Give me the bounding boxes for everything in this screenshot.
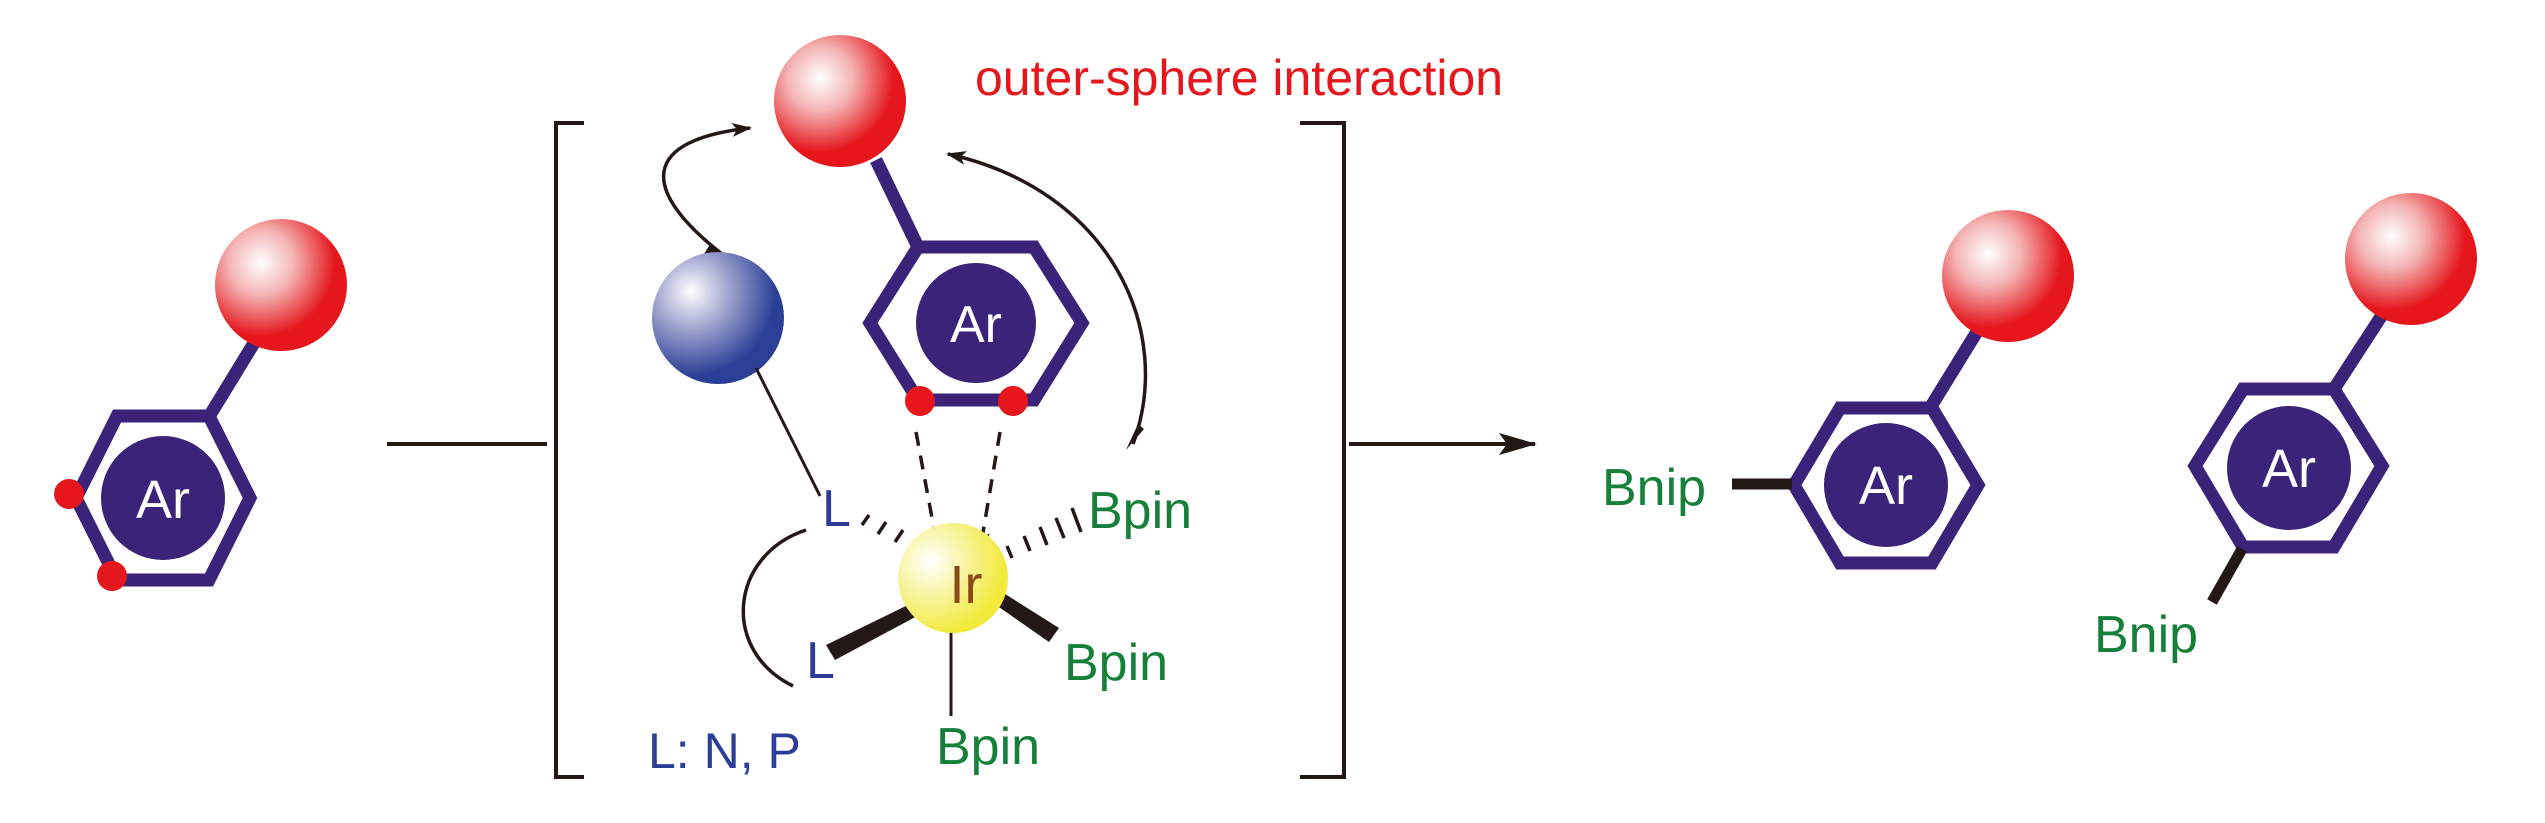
interaction-arrow-boryl <box>946 151 1148 445</box>
wedge-bond-boryl <box>996 592 1059 642</box>
substituent-ball <box>2345 193 2477 325</box>
boryl-label: Bnip <box>1602 459 1706 517</box>
chelate-arc <box>741 528 807 688</box>
substituent-bond <box>1924 326 1984 412</box>
ortho-dot <box>998 386 1028 416</box>
left-bracket <box>554 121 584 779</box>
transition-state: outer-sphere interaction Ar <box>554 35 1503 779</box>
iridium-ball <box>898 523 1008 633</box>
outer-sphere-label: outer-sphere interaction <box>975 50 1503 106</box>
substituent-ball <box>774 35 906 167</box>
aromatic-ring <box>2187 382 2390 554</box>
substituent-ball <box>215 219 347 351</box>
aryl-core <box>916 263 1036 383</box>
ligand-tether <box>754 367 822 497</box>
aromatic-ring <box>862 240 1090 407</box>
ring-label: Ar <box>2262 439 2316 499</box>
ortho-dot <box>97 561 127 591</box>
substituent-bond <box>2328 311 2388 393</box>
aryl-core <box>2227 406 2351 530</box>
substituent-ball <box>1942 210 2074 342</box>
ortho-dot <box>54 479 84 509</box>
ring-label: Ar <box>1859 456 1913 516</box>
agostic-dash <box>976 431 1002 552</box>
substituent-bond <box>870 157 924 250</box>
substrate: Ar <box>54 219 347 591</box>
boryl-bond <box>2207 546 2247 605</box>
wedge-bond-ligand <box>826 602 919 660</box>
aromatic-ring <box>1786 401 1986 570</box>
interaction-arrow-ligand <box>661 123 752 256</box>
ring-label: Ar <box>950 296 1002 354</box>
boryl-label: Bnip <box>2094 606 2198 664</box>
ligand-label: L <box>806 632 835 690</box>
ligand-label: L <box>822 480 851 538</box>
interaction-arrow-ligand-head <box>651 135 722 254</box>
ligand-legend: L: N, P <box>648 723 801 779</box>
product-para: Ar Bnip <box>2094 193 2477 664</box>
boryl-label: Bpin <box>1088 482 1192 540</box>
hashed-bond-ligand <box>860 513 905 543</box>
aryl-core <box>101 436 225 560</box>
product-meta: Ar Bnip <box>1602 210 2074 570</box>
aryl-core <box>1824 423 1948 547</box>
hashed-bond-boryl <box>1005 507 1083 559</box>
iridium-label: Ir <box>950 555 983 615</box>
ring-label: Ar <box>136 470 190 530</box>
ortho-dot <box>905 386 935 416</box>
arrowhead <box>1126 424 1144 450</box>
boryl-label: Bpin <box>936 718 1040 776</box>
boryl-label: Bpin <box>1064 634 1168 692</box>
ligand-ball <box>652 252 784 384</box>
right-bracket <box>1300 121 1346 779</box>
